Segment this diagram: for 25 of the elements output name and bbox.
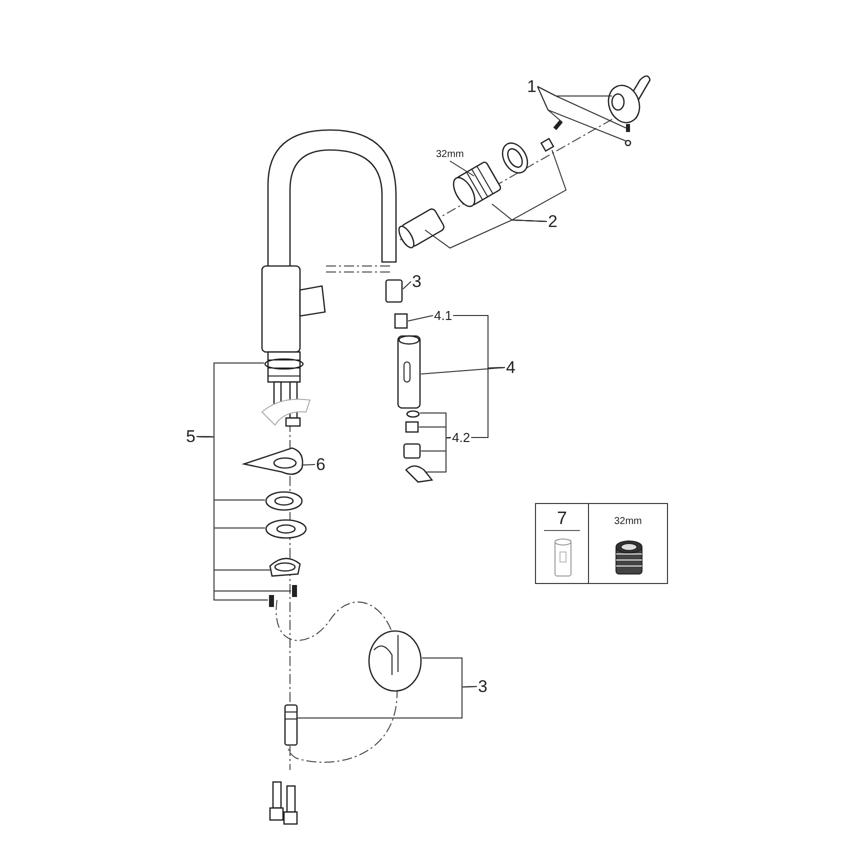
table-cell	[535, 503, 589, 584]
callout-number: 1	[527, 78, 536, 95]
table-cell	[588, 503, 668, 584]
leader-line	[510, 150, 567, 222]
leader-line	[470, 367, 506, 438]
leader-line	[408, 315, 434, 322]
leader-line	[537, 86, 626, 142]
callout-number: 3	[478, 678, 488, 695]
dimension-label: 32mm	[436, 150, 464, 160]
leader-line	[402, 281, 412, 290]
leader-line	[296, 686, 478, 718]
leader-line	[426, 437, 452, 472]
callout-number: 7	[556, 508, 568, 529]
leader-line	[537, 86, 626, 128]
callout-number: 4.2	[452, 431, 470, 444]
callout-number: 6	[316, 456, 326, 473]
leader-line	[449, 160, 474, 176]
callout-number: 4.1	[434, 309, 452, 322]
leader-line	[196, 436, 268, 600]
callout-number: 4	[506, 359, 516, 376]
leader-line	[302, 464, 316, 466]
callout-number: 32mm	[613, 516, 643, 527]
callout-number: 5	[186, 428, 196, 445]
callout-number: 3	[412, 273, 422, 290]
callout-number: 2	[548, 213, 558, 230]
